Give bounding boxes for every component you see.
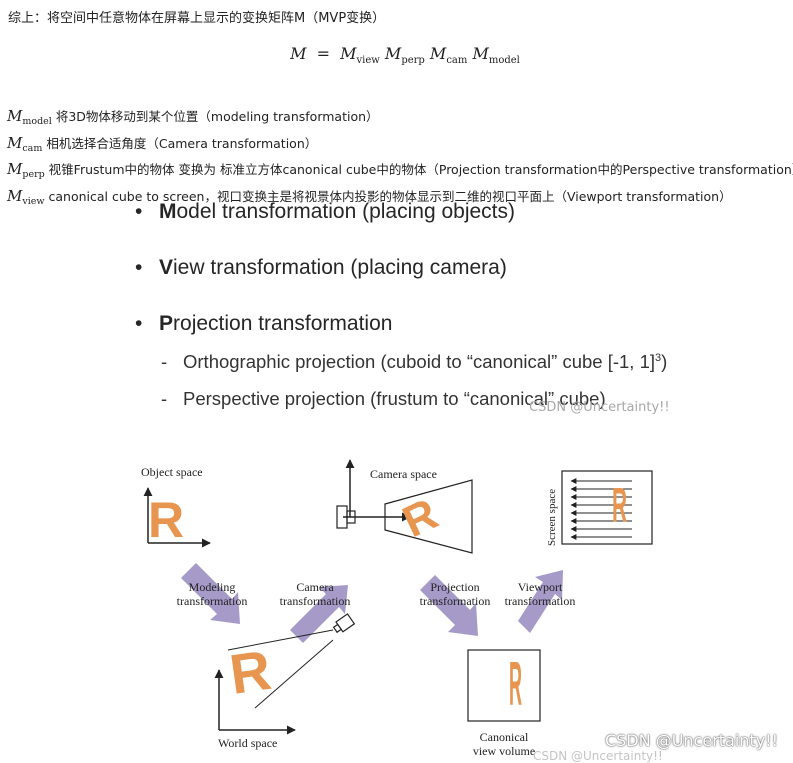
label-canonical-1: Canonical [480,730,529,744]
camera-arrow [290,585,348,643]
definition-model: Mmodel 将3D物体移动到某个位置（modeling transformat… [7,106,793,133]
equation-term-view: Mview [340,44,380,66]
label-world-space: World space [218,736,277,750]
definition-text: 相机选择合适角度（Camera transformation） [46,135,318,151]
world-camera-icon [332,613,356,634]
screen-r-glyph: R [612,479,627,534]
label-viewport-2: transformation [505,594,576,608]
frustum-edge-top [227,629,334,651]
definition-text: 将3D物体移动到某个位置（modeling transformation） [55,109,379,124]
camera-lens-icon [346,510,356,524]
label-camera-space: Camera space [370,467,437,481]
matrix-definitions: Mmodel 将3D物体移动到某个位置（modeling transformat… [7,106,793,212]
view-frustum [384,479,473,554]
bullet-projection: •Projection transformation [135,312,393,335]
matrix-symbol: Mview [7,186,45,207]
bullet-model: •Model transformation (placing objects) [135,200,516,223]
mvp-equation: M = Mview Mperp Mcam Mmodel [0,44,793,66]
watermark-small: CSDN @Uncertainty!! [529,400,670,415]
watermark-faint: CSDN @Uncertainty!! [533,749,663,763]
viewport-arrow [518,570,563,633]
label-object-space: Object space [141,465,203,479]
definition-text: canonical cube to screen，视口变换主是将视景体内投影的物… [48,188,732,204]
summary-text: 综上：将空间中任意物体在屏幕上显示的变换矩阵M（MVP变换） [8,11,386,26]
label-screen-space: Screen space [546,489,558,546]
matrix-symbol: Mcam [7,133,43,154]
definition-text: 视锥Frustum中的物体 变换为 标准立方体canonical cube中的物… [48,162,793,177]
matrix-symbol: Mmodel [7,107,52,127]
frustum-edge-bottom [254,639,334,709]
object-r-glyph: R [148,492,184,548]
equation-lhs: M [290,44,307,63]
label-modeling-1: Modeling [189,580,236,594]
label-camera-2: transformation [280,594,351,608]
modeling-arrow [181,563,240,624]
transformation-arrows [181,563,563,643]
label-modeling-2: transformation [177,594,248,608]
object-space-panel: R Object space [141,465,211,548]
screen-space-panel: R Screen space [546,470,653,546]
canonical-cube [467,649,541,722]
definition-cam: Mcam 相机选择合适角度（Camera transformation） [7,133,793,160]
matrix-symbol: Mperp [7,160,45,180]
mvp-pipeline-diagram: R Object space R Camera space R Screen s… [141,459,653,758]
equation-term-perp: Mperp [384,44,425,66]
bullet-view: •View transformation (placing camera) [135,256,507,279]
projection-arrow [420,575,478,636]
canonical-view-volume-panel: R Canonical view volume [467,649,541,758]
world-space-panel: R World space [214,613,356,750]
screen-frame [561,470,653,545]
camera-r-glyph: R [396,489,446,547]
subbullet-perspective: -Perspective projection (frustum to “can… [161,388,606,409]
label-projection-1: Projection [430,580,479,594]
watermark-large: CSDN @Uncertainty!! [605,731,779,750]
definition-view: Mview canonical cube to screen，视口变换主是将视景… [7,186,793,213]
label-viewport-1: Viewport [518,580,563,594]
equation-equals: = [316,44,331,63]
equation-term-model: Mmodel [472,44,520,66]
label-camera-1: Camera [296,580,334,594]
definition-perp: Mperp 视锥Frustum中的物体 变换为 标准立方体canonical c… [7,159,793,186]
subbullet-orthographic: -Orthographic projection (cuboid to “can… [161,351,668,372]
camera-space-panel: R Camera space [336,459,473,554]
world-r-glyph: R [226,638,275,706]
label-projection-2: transformation [420,594,491,608]
scan-lines [570,478,632,540]
equation-term-cam: Mcam [429,44,468,66]
canonical-r-glyph: R [509,649,522,718]
label-canonical-2: view volume [473,744,535,758]
